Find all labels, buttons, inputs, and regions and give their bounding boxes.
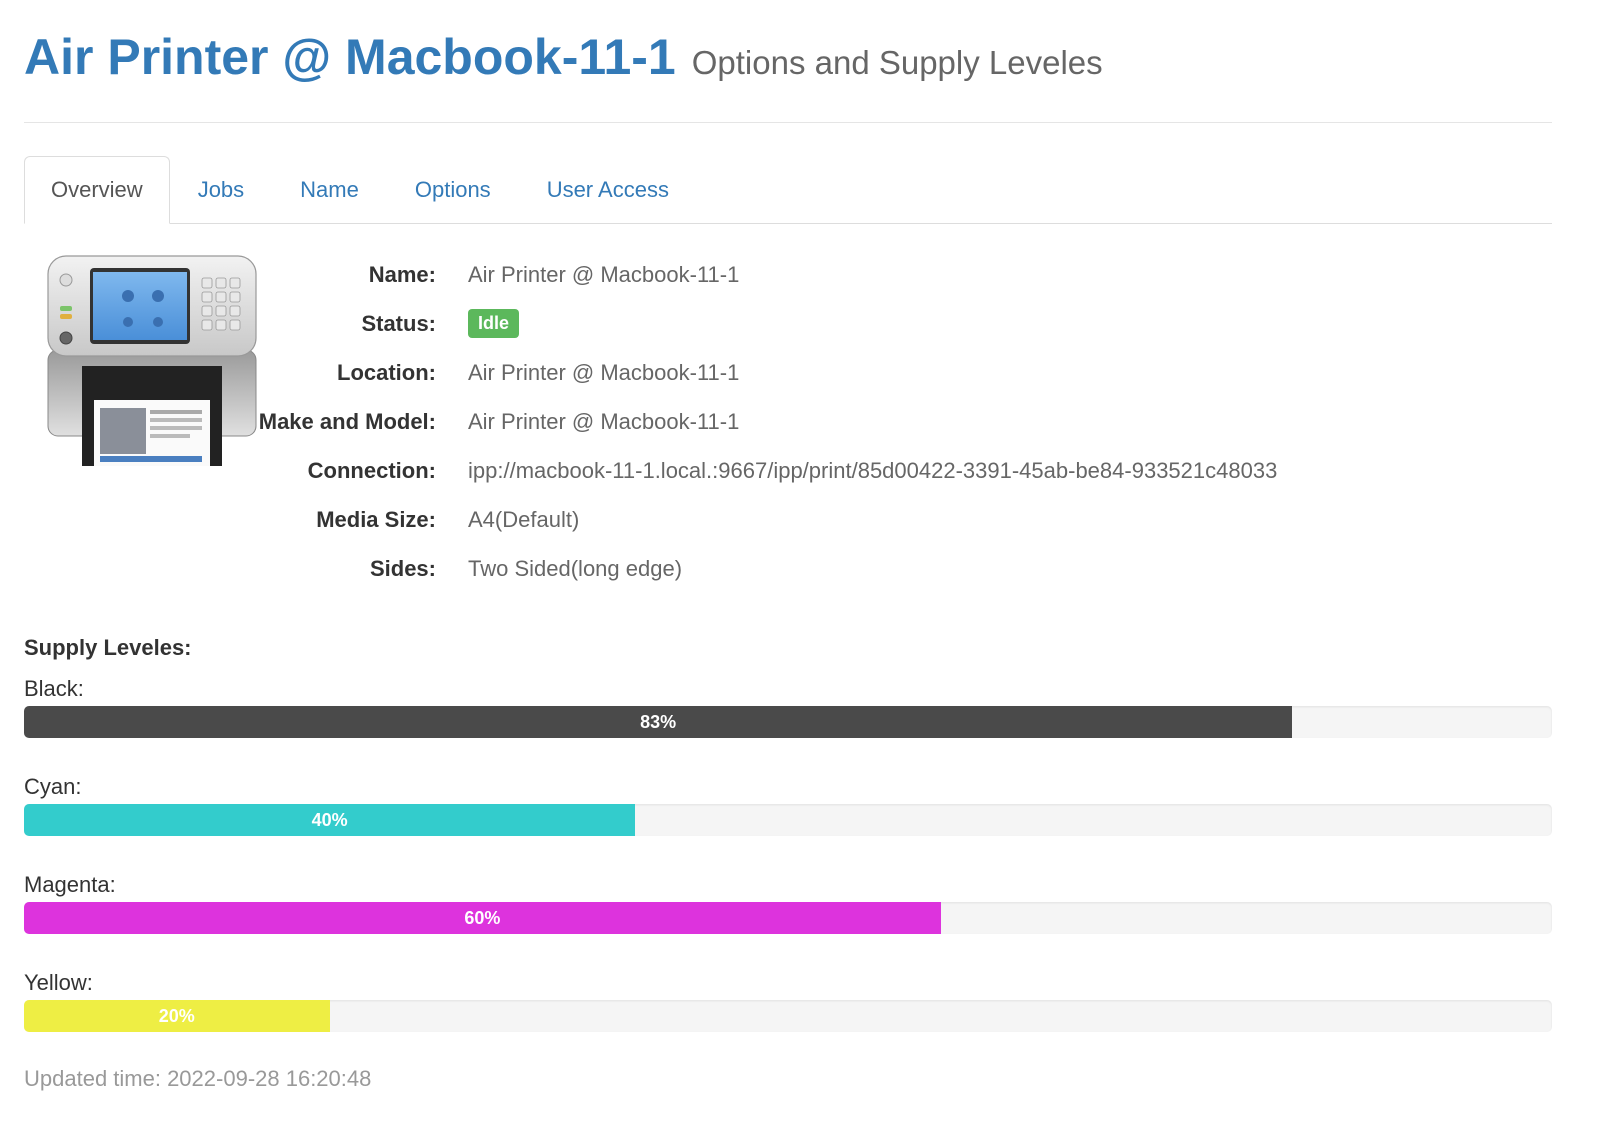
supply-label: Black: xyxy=(24,676,84,701)
page-title: Air Printer @ Macbook-11-1 xyxy=(24,29,676,85)
tab-options[interactable]: Options xyxy=(414,177,491,202)
progress-track: 83% xyxy=(24,706,1552,738)
status-badge: Idle xyxy=(468,308,520,339)
progress-bar: 60% xyxy=(24,902,941,934)
tab-name[interactable]: Name xyxy=(300,177,359,202)
page-header: Air Printer @ Macbook-11-1 Options and S… xyxy=(24,30,1552,85)
media-value: A4(Default) xyxy=(468,506,580,532)
updated-time: Updated time: 2022-09-28 16:20:48 xyxy=(24,1066,372,1091)
progress-track: 20% xyxy=(24,1000,1552,1032)
supply-label: Yellow: xyxy=(24,970,93,995)
progress-bar: 83% xyxy=(24,706,1293,738)
supply-black: Black: 83% xyxy=(24,676,1552,738)
supply-magenta: Magenta: 60% xyxy=(24,872,1552,934)
progress-track: 60% xyxy=(24,902,1552,934)
location-label: Location: xyxy=(337,359,436,385)
media-label: Media Size: xyxy=(316,506,436,532)
printer-icon xyxy=(47,255,257,466)
location-value: Air Printer @ Macbook-11-1 xyxy=(468,359,740,385)
progress-track: 40% xyxy=(24,804,1552,836)
name-value: Air Printer @ Macbook-11-1 xyxy=(468,261,740,287)
info-row-status: Status: Idle xyxy=(0,299,1600,348)
header-divider xyxy=(24,122,1552,123)
supply-title: Supply Leveles: xyxy=(24,635,192,660)
supply-label: Cyan: xyxy=(24,774,82,799)
page-subtitle: Options and Supply Leveles xyxy=(691,44,1103,81)
info-row-connection: Connection: ipp://macbook-11-1.local.:96… xyxy=(0,446,1600,495)
status-label: Status: xyxy=(361,310,436,336)
model-value: Air Printer @ Macbook-11-1 xyxy=(468,408,740,434)
progress-bar: 20% xyxy=(24,1000,330,1032)
model-label: Make and Model: xyxy=(258,408,436,434)
info-row-model: Make and Model: Air Printer @ Macbook-11… xyxy=(0,397,1600,446)
tab-bar: Overview Jobs Name Options User Access xyxy=(24,156,1552,224)
name-label: Name: xyxy=(368,261,436,287)
tab-user-access[interactable]: User Access xyxy=(546,177,669,202)
supply-label: Magenta: xyxy=(24,872,116,897)
sides-value: Two Sided(long edge) xyxy=(468,555,683,581)
supply-cyan: Cyan: 40% xyxy=(24,774,1552,836)
info-row-name: Name: Air Printer @ Macbook-11-1 xyxy=(0,250,1600,299)
tab-jobs[interactable]: Jobs xyxy=(197,177,245,202)
info-row-media: Media Size: A4(Default) xyxy=(0,495,1600,544)
tab-overview[interactable]: Overview xyxy=(24,156,170,224)
printer-info: Name: Air Printer @ Macbook-11-1 Status:… xyxy=(0,250,1600,593)
supply-yellow: Yellow: 20% xyxy=(24,970,1552,1032)
status-value: Idle xyxy=(468,308,520,339)
progress-bar: 40% xyxy=(24,804,636,836)
info-row-sides: Sides: Two Sided(long edge) xyxy=(0,544,1600,593)
connection-value: ipp://macbook-11-1.local.:9667/ipp/print… xyxy=(468,457,1278,483)
connection-label: Connection: xyxy=(307,457,436,483)
info-row-location: Location: Air Printer @ Macbook-11-1 xyxy=(0,348,1600,397)
sides-label: Sides: xyxy=(369,555,436,581)
